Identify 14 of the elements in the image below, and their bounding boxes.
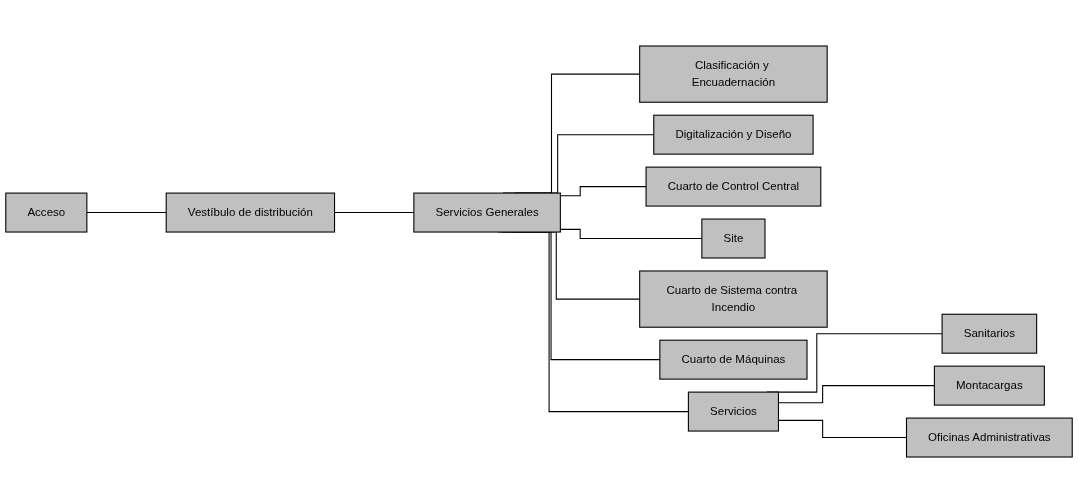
connector xyxy=(86,212,167,214)
node-box: Montacargas xyxy=(933,365,1045,406)
node-box: Servicios xyxy=(687,391,779,432)
node-box: Vestíbulo de distribución xyxy=(165,192,336,233)
node-box: Cuarto de Sistema contra Incendio xyxy=(639,270,828,328)
node-box: Oficinas Administrativas xyxy=(905,417,1073,458)
node-box: Cuarto de Control Central xyxy=(645,166,822,207)
node-box: Site xyxy=(701,218,766,259)
node-box: Cuarto de Máquinas xyxy=(659,339,808,380)
node-box: Digitalización y Diseño xyxy=(653,114,814,155)
node-box: Servicios Generales xyxy=(413,192,561,233)
node-box: Clasificación y Encuadernación xyxy=(639,45,828,103)
node-box: Acceso xyxy=(5,192,88,233)
node-box: Sanitarios xyxy=(941,313,1038,354)
